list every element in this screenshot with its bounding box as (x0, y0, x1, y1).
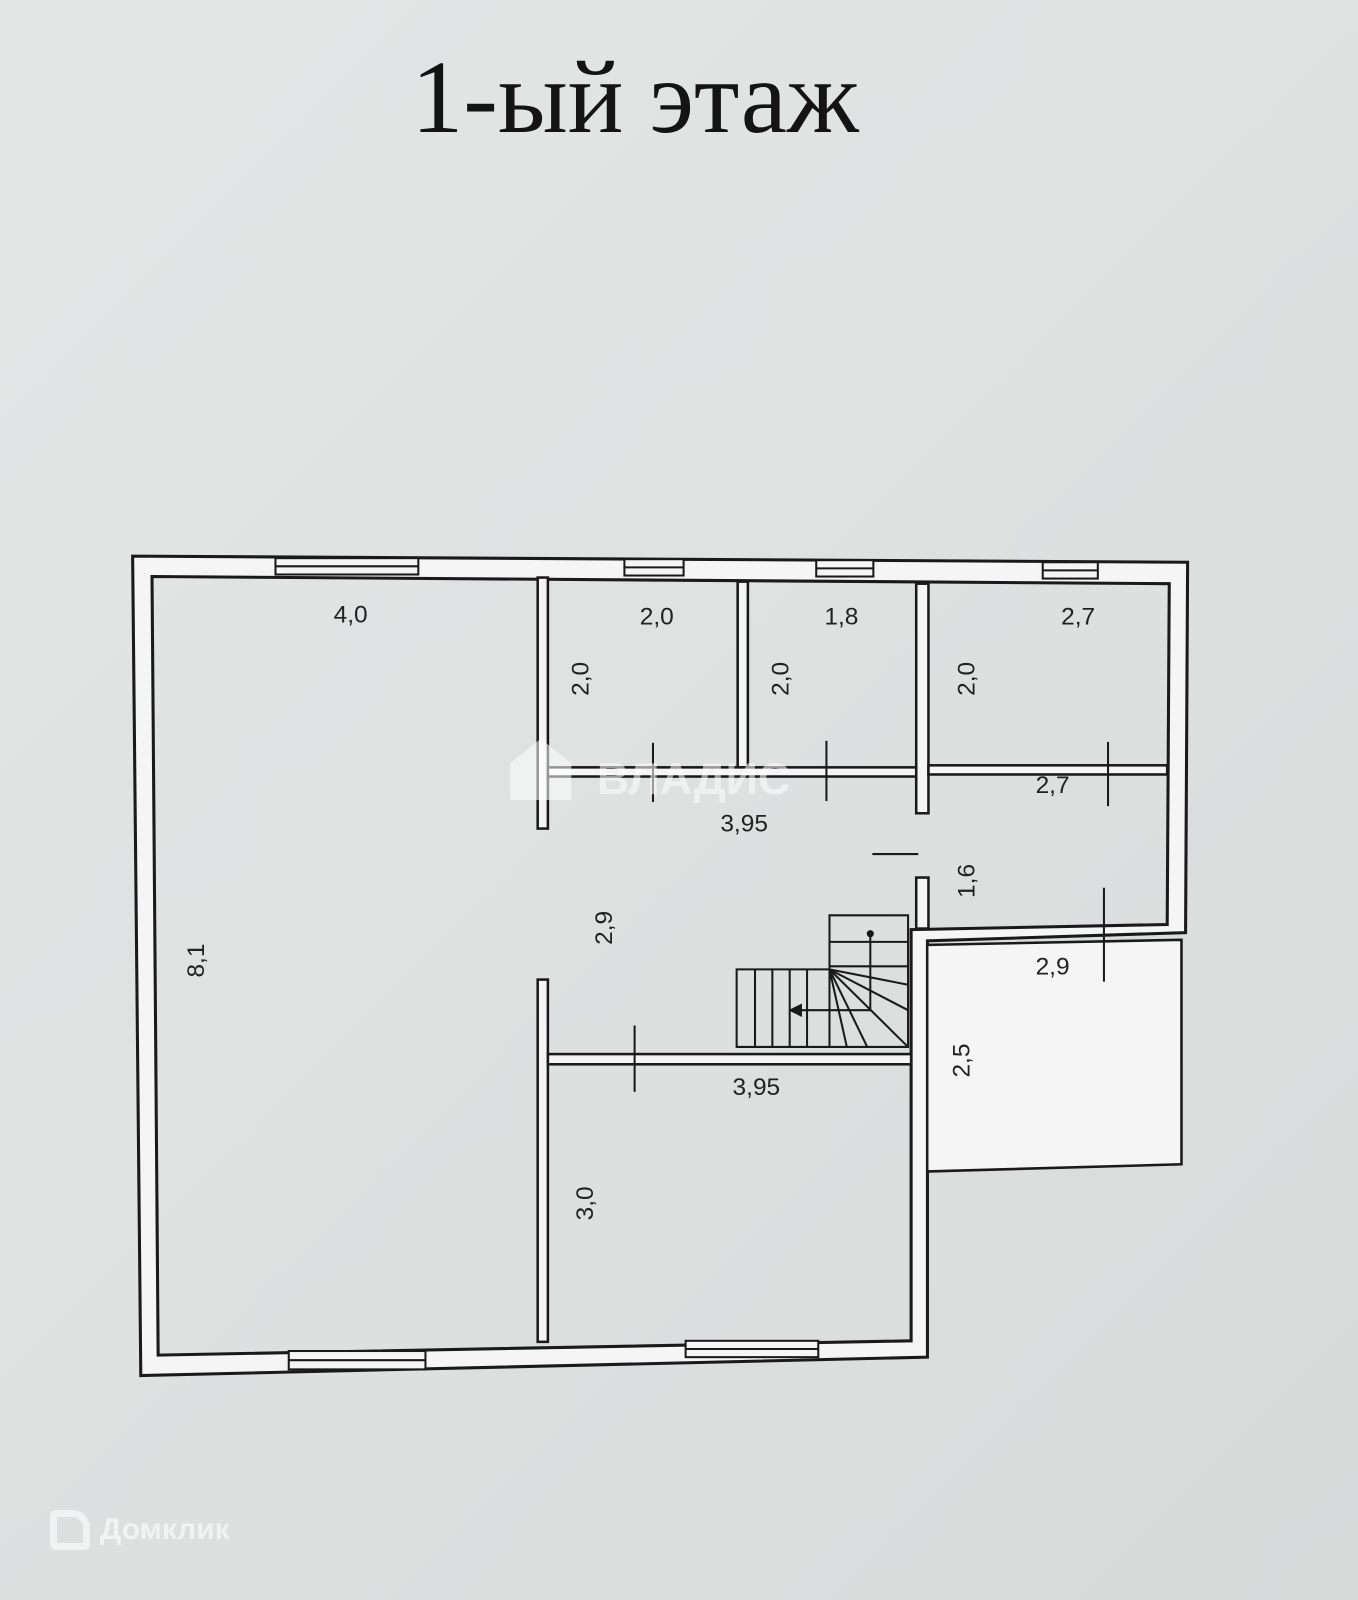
vladis-watermark: ВЛАДИС (510, 738, 790, 804)
label-terrace-length: 2,5 (948, 1044, 975, 1078)
label-room2-length: 2,0 (768, 662, 795, 696)
label-living-width: 4,0 (334, 601, 368, 628)
label-room4-length: 1,6 (953, 864, 980, 898)
label-hall-length: 2,9 (591, 911, 618, 945)
label-terrace-width: 2,9 (1036, 953, 1070, 980)
label-living-length: 8,1 (183, 944, 210, 978)
label-room4-width: 2,7 (1036, 772, 1070, 799)
floor-title: 1-ый этаж (411, 40, 859, 155)
domclick-watermark: Домклик (50, 1510, 230, 1550)
stairs (735, 914, 910, 1048)
label-room3-width: 2,7 (1061, 603, 1095, 630)
vladis-watermark-text: ВЛАДИС (597, 753, 790, 804)
outer-wall (131, 554, 1190, 1378)
label-room1-length: 2,0 (568, 662, 595, 696)
label-hall-width: 3,95 (720, 811, 768, 838)
label-room2-width: 1,8 (824, 603, 858, 630)
interior-walls (536, 576, 1183, 1344)
label-kitchen-length: 3,0 (572, 1186, 599, 1220)
label-room1-width: 2,0 (640, 603, 674, 630)
windows (274, 557, 1099, 1371)
label-kitchen-width: 3,95 (733, 1074, 781, 1101)
domclick-text: Домклик (100, 1513, 230, 1546)
domclick-logo-icon (50, 1510, 90, 1550)
label-room3-length: 2,0 (953, 662, 980, 696)
door-marks (633, 740, 1110, 1092)
